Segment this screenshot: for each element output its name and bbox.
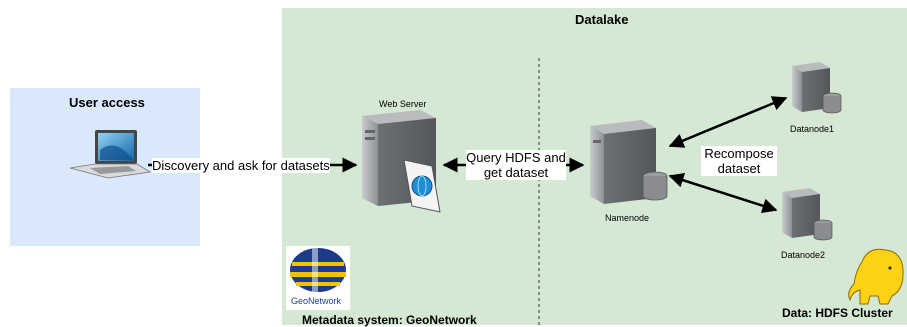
datanode2-label: Datanode2 [781, 250, 826, 260]
recompose-edge-label: Recompose dataset [701, 146, 777, 176]
datanode2-arrow [668, 172, 778, 214]
datanode1-icon [792, 62, 842, 114]
geonetwork-logo-text: GeoNetwork [291, 296, 342, 306]
user-access-title: User access [69, 95, 145, 110]
datanode1-arrow [668, 96, 788, 148]
recompose-edge-label-line1: Recompose [704, 146, 774, 161]
hdfs-cluster-label: Data: HDFS Cluster [782, 306, 893, 320]
query-edge-label: Query HDFS and get dataset [466, 150, 566, 180]
laptop-icon [69, 130, 152, 179]
query-edge-label-line2: get dataset [483, 165, 549, 180]
web-server-label: Web Server [379, 99, 427, 109]
namenode-label: Namenode [605, 213, 650, 223]
namenode-icon [590, 120, 668, 204]
geonetwork-logo [286, 246, 350, 310]
datanode1-label: Datanode1 [790, 124, 835, 134]
query-edge-label-line1: Query HDFS and [466, 150, 566, 165]
discovery-edge-label: Discovery and ask for datasets [152, 158, 330, 173]
recompose-edge-label-line2: dataset [717, 161, 761, 176]
metadata-system-label: Metadata system: GeoNetwork [302, 313, 477, 327]
hadoop-elephant-icon [848, 248, 904, 305]
web-server-icon [362, 110, 441, 213]
datanode2-icon [782, 188, 833, 241]
datalake-title: Datalake [575, 12, 629, 27]
